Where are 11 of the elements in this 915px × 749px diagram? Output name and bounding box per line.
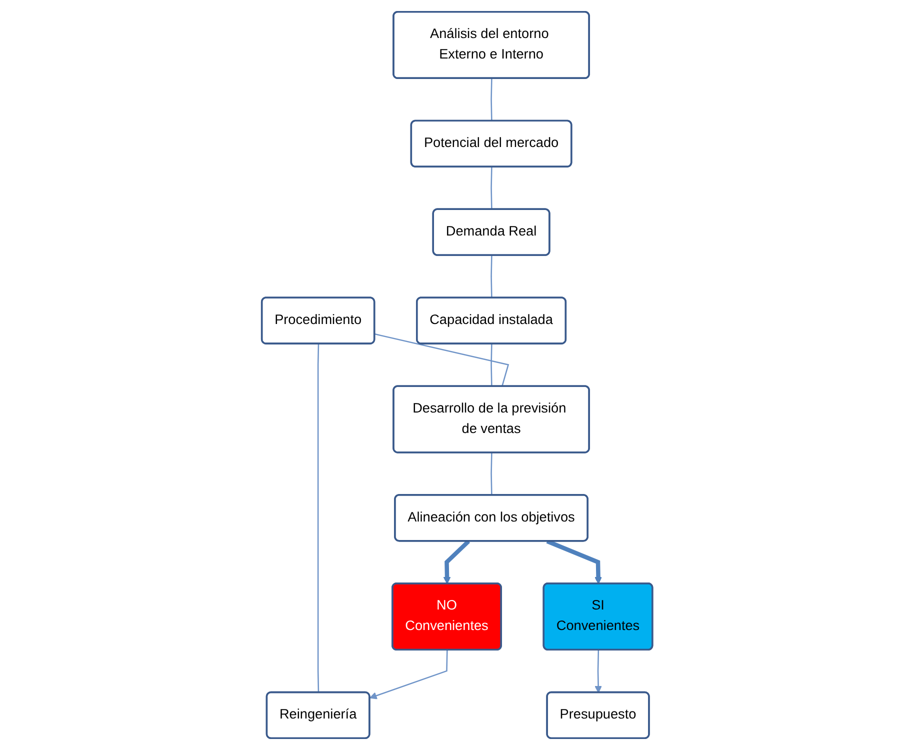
connector: [491, 343, 493, 386]
arrow: [594, 650, 602, 693]
connector: [491, 452, 493, 495]
connector: [318, 343, 320, 692]
arrow: [444, 539, 470, 584]
connector: [491, 254, 493, 298]
connector: [375, 332, 510, 386]
arrow: [370, 650, 448, 699]
connector: [491, 166, 493, 210]
arrow: [546, 538, 602, 584]
connector: [491, 78, 493, 121]
